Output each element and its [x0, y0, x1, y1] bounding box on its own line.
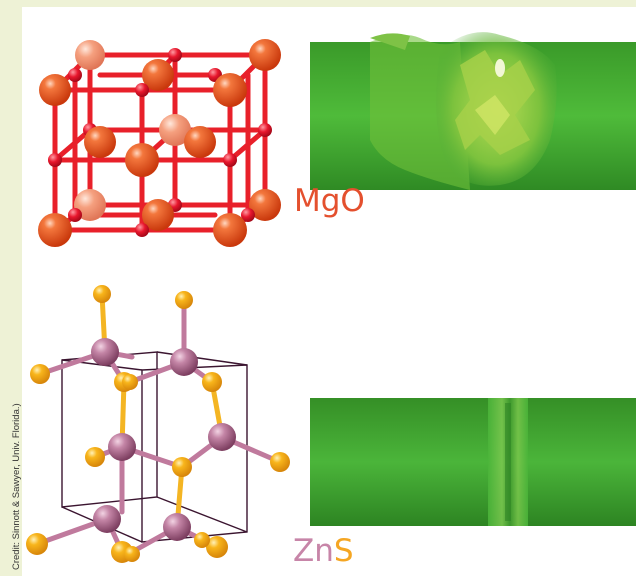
- zns-surface-image: [310, 398, 636, 526]
- zns-label: ZnS: [293, 536, 354, 567]
- zns-lattice-image: [26, 285, 290, 563]
- zn-label-part: Zn: [293, 533, 334, 569]
- mgo-surface-image: [310, 32, 636, 190]
- credit-line: Credit: Sinnott & Sawyer, Univ. Florida.…: [11, 403, 22, 570]
- mgo-lattice-image: [38, 39, 281, 247]
- s-label-part: S: [333, 533, 354, 569]
- mgo-label: MgO: [294, 183, 365, 219]
